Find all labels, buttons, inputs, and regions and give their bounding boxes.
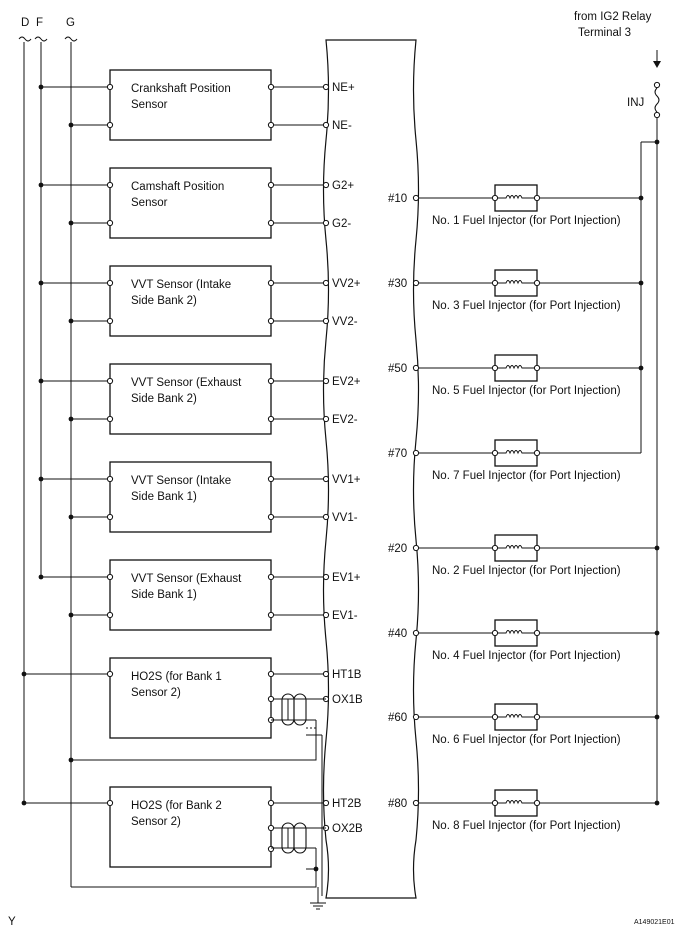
shielded-cable xyxy=(71,822,326,888)
sensor-box xyxy=(109,657,272,739)
shielded-cable xyxy=(68,693,326,896)
sensor-name-line-2: Side Bank 2) xyxy=(131,295,197,307)
sensor-box xyxy=(109,786,272,868)
inj-fuse-label: INJ xyxy=(627,97,644,109)
bus-label-f: F xyxy=(36,17,43,29)
ecm-pin-label: HT1B xyxy=(332,669,362,681)
sensor-name-line-1: HO2S (for Bank 2 xyxy=(131,800,222,812)
ecm-pin-label: NE- xyxy=(332,120,352,132)
sensor-box xyxy=(109,265,272,337)
ecm-pin-label: VV2- xyxy=(332,316,358,328)
sensor-name-line-1: Crankshaft Position xyxy=(131,83,231,95)
sensor-name-line-2: Side Bank 1) xyxy=(131,491,197,503)
sensor-box xyxy=(109,559,272,631)
injector-name: No. 3 Fuel Injector (for Port Injection) xyxy=(432,300,621,312)
sensor-box xyxy=(109,461,272,533)
power-feed xyxy=(640,50,661,803)
injector-name: No. 2 Fuel Injector (for Port Injection) xyxy=(432,565,621,577)
corner-mark: Y xyxy=(8,916,16,928)
ecm-pin-label: HT2B xyxy=(332,798,362,810)
sensor-name-line-2: Side Bank 1) xyxy=(131,589,197,601)
injector-name: No. 7 Fuel Injector (for Port Injection) xyxy=(432,470,621,482)
ecm-pin-label: EV2+ xyxy=(332,376,361,388)
sensor-box xyxy=(109,167,272,239)
ecm-pin-label: EV1- xyxy=(332,610,358,622)
ecm-pin-label: VV2+ xyxy=(332,278,361,290)
injector-pin-label: #70 xyxy=(388,448,407,460)
injector-name: No. 4 Fuel Injector (for Port Injection) xyxy=(432,650,621,662)
bus-break-marks xyxy=(18,36,78,42)
ecm-pin-label: VV1+ xyxy=(332,474,361,486)
sensor-name-line-1: VVT Sensor (Intake xyxy=(131,279,231,291)
ecm-pin-label: EV2- xyxy=(332,414,358,426)
sensor-name-line-2: Sensor 2) xyxy=(131,687,181,699)
sensor-box xyxy=(109,363,272,435)
injector-name: No. 6 Fuel Injector (for Port Injection) xyxy=(432,734,621,746)
injector-pin-label: #60 xyxy=(388,712,407,724)
sensor-name-line-1: VVT Sensor (Exhaust xyxy=(131,573,242,585)
sensor-name-line-2: Side Bank 2) xyxy=(131,393,197,405)
ecm-pin-label: EV1+ xyxy=(332,572,361,584)
ground-icon xyxy=(310,887,326,910)
injector-pin-label: #80 xyxy=(388,798,407,810)
injector-pin-label: #30 xyxy=(388,278,407,290)
ecm-pin-label: OX1B xyxy=(332,694,363,706)
sensor-7: HO2S (for Bank 1 Sensor 2) HT1B OX1B xyxy=(21,657,363,739)
ecm-pin-label: G2+ xyxy=(332,180,354,192)
injector-name: No. 5 Fuel Injector (for Port Injection) xyxy=(432,385,621,397)
arrow-down-icon xyxy=(653,61,661,68)
sensor-name-line-2: Sensor xyxy=(131,197,168,209)
injector-name: No. 8 Fuel Injector (for Port Injection) xyxy=(432,820,621,832)
ecm-block xyxy=(322,39,420,899)
bus-label-g: G xyxy=(66,17,75,29)
injector-pin-label: #20 xyxy=(388,543,407,555)
figure-id: A149021E01 xyxy=(634,919,675,926)
injector-pin-label: #10 xyxy=(388,193,407,205)
ecm-pin-label: VV1- xyxy=(332,512,358,524)
ecm-pin-label: OX2B xyxy=(332,823,363,835)
sensor-box xyxy=(109,69,272,141)
sensor-name-line-2: Sensor 2) xyxy=(131,816,181,828)
shield-layer xyxy=(68,693,326,910)
sensor-8: HO2S (for Bank 2 Sensor 2) HT2B OX2B xyxy=(21,786,363,868)
title-line-1: from IG2 Relay xyxy=(574,11,652,23)
ecm-pin-label: G2- xyxy=(332,218,351,230)
injector-pin-label: #50 xyxy=(388,363,407,375)
sensor-name-line-1: VVT Sensor (Exhaust xyxy=(131,377,242,389)
sensor-name-line-1: VVT Sensor (Intake xyxy=(131,475,231,487)
sensor-name-line-1: Camshaft Position xyxy=(131,181,224,193)
injector-name: No. 1 Fuel Injector (for Port Injection) xyxy=(432,215,621,227)
bus-label-d: D xyxy=(21,17,29,29)
ecm-pin-label: NE+ xyxy=(332,82,355,94)
title-line-2: Terminal 3 xyxy=(578,27,631,39)
sensor-name-line-2: Sensor xyxy=(131,99,168,111)
sensor-name-line-1: HO2S (for Bank 1 xyxy=(131,671,222,683)
injector-pin-label: #40 xyxy=(388,628,407,640)
